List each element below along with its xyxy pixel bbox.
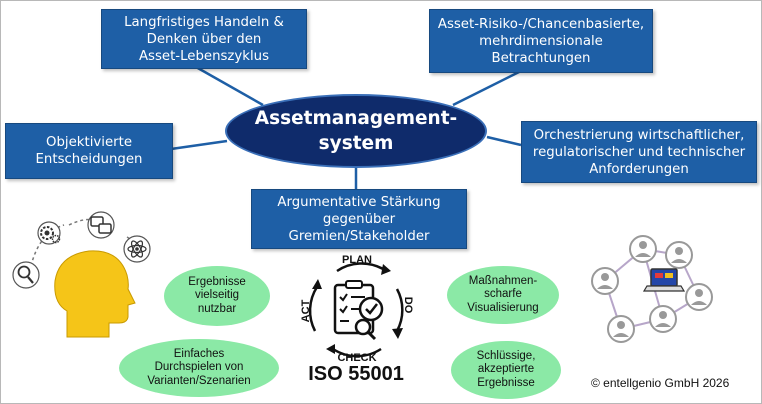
- pdca-check-label: CHECK: [337, 352, 376, 364]
- box-risk-chance-line-1: Asset-Risiko-/Chancenbasierte,: [437, 16, 645, 32]
- pill-results-versatile-line-1: Ergebnisse: [188, 275, 246, 288]
- box-argumentative-line-1: Argumentative Stärkung: [277, 194, 441, 210]
- box-lifecycle-line-2: Denken über den: [146, 31, 262, 47]
- pdca-plan-label: PLAN: [342, 254, 372, 266]
- box-argumentative-line-2: gegenüber: [322, 211, 396, 227]
- box-orchestration: Orchestrierung wirtschaftlicher, regulat…: [521, 121, 757, 183]
- box-orchestration-line-3: Anforderungen: [589, 161, 689, 177]
- pill-results-versatile-line-3: nutzbar: [197, 302, 237, 315]
- pill-measure-visualization-line-1: Maßnahmen-: [468, 274, 538, 287]
- box-orchestration-line-1: Orchestrierung wirtschaftlicher,: [533, 127, 745, 143]
- pill-accepted-results-line-1: Schlüssige,: [476, 349, 536, 362]
- head-icon: [54, 250, 136, 338]
- pdca-act-label: ACT: [300, 299, 312, 322]
- copyright-text: © entellgenio GmbH 2026: [591, 376, 730, 390]
- center-title-line-1: Assetmanagement-: [254, 108, 458, 129]
- gear-icon: [37, 221, 61, 245]
- box-risk-chance-line-3: Betrachtungen: [491, 50, 591, 66]
- laptop-icon: [642, 268, 686, 292]
- box-risk-chance-line-2: mehrdimensionale: [479, 33, 603, 49]
- chat-bubbles-icon: [87, 211, 115, 239]
- center-ellipse: Assetmanagement- system: [225, 94, 487, 168]
- box-argumentative-line-3: Gremien/Stakeholder: [288, 228, 430, 244]
- box-objective-decisions: Objektivierte Entscheidungen: [5, 123, 173, 179]
- iso-label: ISO 55001: [308, 363, 404, 385]
- pill-measure-visualization: Maßnahmen- scharfe Visualisierung: [447, 266, 559, 324]
- box-objective-decisions-line-1: Objektivierte: [46, 135, 132, 150]
- checklist-icon: [333, 280, 384, 341]
- pill-accepted-results-line-2: akzeptierte: [477, 363, 535, 376]
- pill-scenario-simulation-line-2: Durchspielen von: [154, 361, 244, 374]
- atom-icon: [123, 235, 151, 263]
- pill-accepted-results-line-3: Ergebnisse: [477, 376, 535, 389]
- center-title-line-2: system: [318, 133, 394, 154]
- box-argumentative: Argumentative Stärkung gegenüber Gremien…: [251, 189, 467, 249]
- magnifier-icon: [12, 261, 40, 289]
- network-people-icon: [591, 235, 713, 343]
- box-orchestration-line-2: regulatorischer und technischer: [532, 144, 746, 160]
- pill-measure-visualization-line-2: scharfe: [484, 288, 522, 301]
- pdca-cycle-graphic: PLAN DO CHECK ACT: [300, 254, 414, 364]
- pdca-do-label: DO: [402, 297, 414, 314]
- pill-scenario-simulation-line-3: Varianten/Szenarien: [147, 374, 251, 387]
- box-objective-decisions-line-2: Entscheidungen: [35, 152, 143, 167]
- box-risk-chance: Asset-Risiko-/Chancenbasierte, mehrdimen…: [429, 9, 653, 73]
- pill-scenario-simulation-line-1: Einfaches: [173, 347, 225, 360]
- pill-accepted-results: Schlüssige, akzeptierte Ergebnisse: [451, 341, 561, 399]
- box-lifecycle-line-3: Asset-Lebenszyklus: [138, 48, 270, 64]
- pill-measure-visualization-line-3: Visualisierung: [467, 301, 539, 314]
- pill-results-versatile-line-2: vielseitig: [194, 289, 240, 302]
- thinking-head-illustration: [12, 211, 151, 338]
- box-lifecycle: Langfristiges Handeln & Denken über den …: [101, 9, 307, 69]
- pill-results-versatile: Ergebnisse vielseitig nutzbar: [164, 266, 270, 326]
- box-lifecycle-line-1: Langfristiges Handeln &: [124, 14, 284, 30]
- pill-scenario-simulation: Einfaches Durchspielen von Varianten/Sze…: [119, 339, 279, 397]
